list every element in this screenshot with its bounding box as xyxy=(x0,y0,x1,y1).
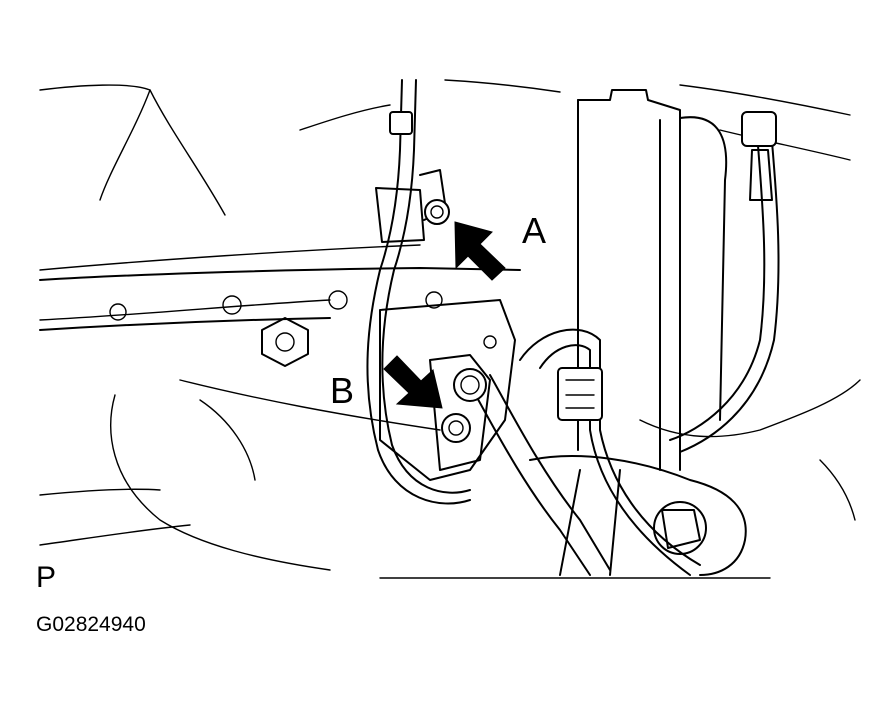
callout-arrow-a xyxy=(454,221,506,281)
steering-knuckle xyxy=(529,455,747,576)
callout-label-b: B xyxy=(330,370,355,411)
subframe xyxy=(39,267,521,367)
callout-label-a: A xyxy=(522,210,547,251)
figure-id: G02824940 xyxy=(36,613,146,636)
speed-sensor-wire xyxy=(366,79,471,505)
brake-hose xyxy=(441,328,701,576)
view-marker: P xyxy=(36,561,57,594)
hose-bracket xyxy=(379,299,516,481)
callout-arrow-b xyxy=(383,355,443,409)
body-contours xyxy=(39,79,861,571)
abs-harness xyxy=(669,111,780,453)
